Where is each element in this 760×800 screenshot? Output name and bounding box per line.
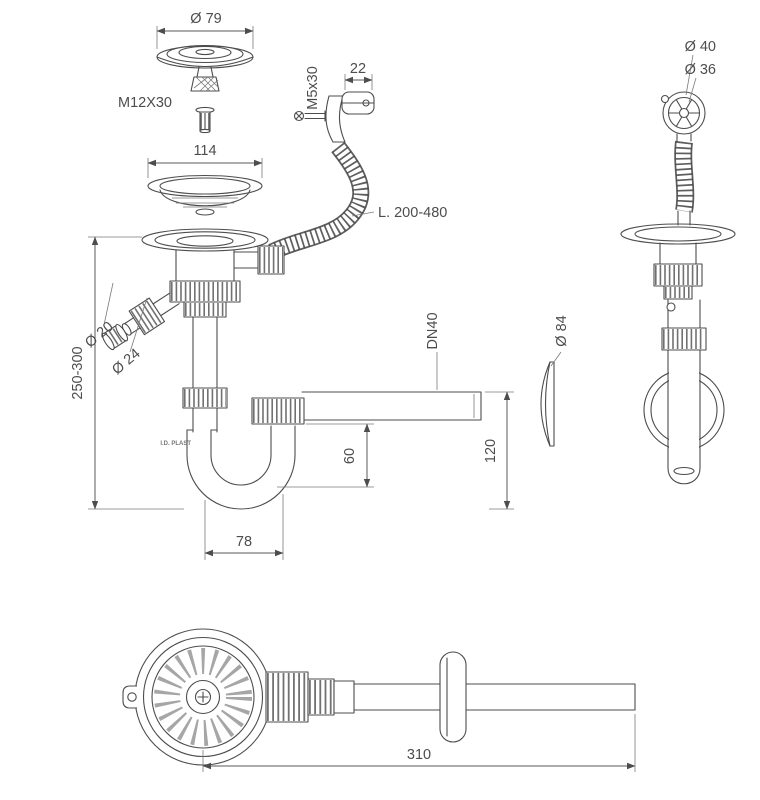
dim-flange-width: 114 <box>147 143 263 178</box>
trap-inlet-tube <box>192 407 218 433</box>
bottom-strainer <box>122 628 272 766</box>
dim-trap-depth: 60 <box>277 423 374 488</box>
sink-flange <box>141 228 269 252</box>
side-cap-callouts: Ø 40 Ø 36 <box>685 39 716 103</box>
bottom-view: 310 <box>122 628 636 772</box>
overflow-screw-label: M5x30 <box>305 66 321 110</box>
side-body <box>659 242 697 265</box>
exploded-strainer-view: Ø 79 M12X30 114 <box>118 11 263 216</box>
dim-trap-offset: 78 <box>204 494 284 560</box>
tailpiece-nut <box>183 301 227 318</box>
front-view: I.D. PLAST 250-300 Ø 20 Ø 24 DN40 60 <box>70 228 514 560</box>
cap-screw <box>195 106 215 134</box>
overflow-screw <box>293 110 326 122</box>
hose-length-callout: L. 200-480 <box>351 205 447 221</box>
dim-total-length: 310 <box>202 714 636 772</box>
overflow-hose <box>268 141 370 260</box>
side-cap-outer-label: Ø 40 <box>685 39 716 55</box>
dim-label-outlet-height: 120 <box>483 439 499 463</box>
side-locknut <box>653 263 703 287</box>
overflow-union-nut <box>257 245 285 275</box>
inlet-large-label: Ø 24 <box>109 346 143 378</box>
bottom-pipe <box>333 680 636 714</box>
side-overflow-hose <box>674 140 695 213</box>
dim-label-cap-diameter: Ø 79 <box>190 11 221 27</box>
side-flange <box>620 223 736 245</box>
strainer-cap <box>156 44 254 92</box>
dim-label-trap-depth: 60 <box>342 448 358 464</box>
tailpiece-tube <box>192 316 218 391</box>
dim-label-total-length: 310 <box>407 747 431 763</box>
side-screw-detail <box>666 302 676 312</box>
side-view: Ø 40 Ø 36 <box>620 39 736 485</box>
bottom-escutcheon <box>439 651 467 743</box>
dim-label-height-range: 250-300 <box>70 346 86 399</box>
strainer-basket <box>147 174 263 216</box>
hose-length-label: L. 200-480 <box>378 205 447 221</box>
bottom-overflow-nut <box>265 671 309 723</box>
inlet-diameter-callouts: Ø 20 Ø 24 <box>82 282 148 378</box>
pipe-standard-label: DN40 <box>425 312 441 349</box>
overflow-elbow <box>325 91 375 143</box>
dim-label-trap-offset: 78 <box>236 534 252 550</box>
inlet-branch <box>101 291 180 351</box>
side-tail-nut <box>663 285 693 300</box>
bottom-tab <box>122 685 137 709</box>
dim-label-flange-width: 114 <box>193 143 216 159</box>
body-locknut <box>169 280 241 303</box>
side-overflow-head <box>660 91 706 142</box>
brand-label: I.D. PLAST <box>160 441 191 447</box>
dim-label-overflow-width: 22 <box>350 61 366 77</box>
dim-height-range: 250-300 <box>70 236 184 510</box>
trap-union-nut <box>182 387 228 409</box>
dim-outlet-height: 120 <box>483 391 514 510</box>
escutcheon-side-profile: Ø 84 <box>540 315 570 447</box>
strainer-body <box>175 249 259 282</box>
cap-screw-label: M12X30 <box>118 95 172 111</box>
escutcheon-diameter-label: Ø 84 <box>554 315 570 346</box>
bottom-coupling <box>307 678 335 716</box>
p-trap <box>186 425 296 510</box>
inlet-cap <box>101 323 129 351</box>
outlet-elbow-nut <box>251 397 305 425</box>
side-hose-neck <box>677 210 691 226</box>
overflow-assembly: 22 M5x30 L. 200-480 <box>268 61 447 260</box>
side-union-nut <box>661 327 707 351</box>
side-cap-inner-label: Ø 36 <box>685 62 716 78</box>
outlet-pipe <box>301 391 482 421</box>
pipe-standard-callout: DN40 <box>425 312 441 390</box>
dim-overflow-width: 22 <box>344 61 373 90</box>
dim-cap-diameter: Ø 79 <box>156 11 254 49</box>
